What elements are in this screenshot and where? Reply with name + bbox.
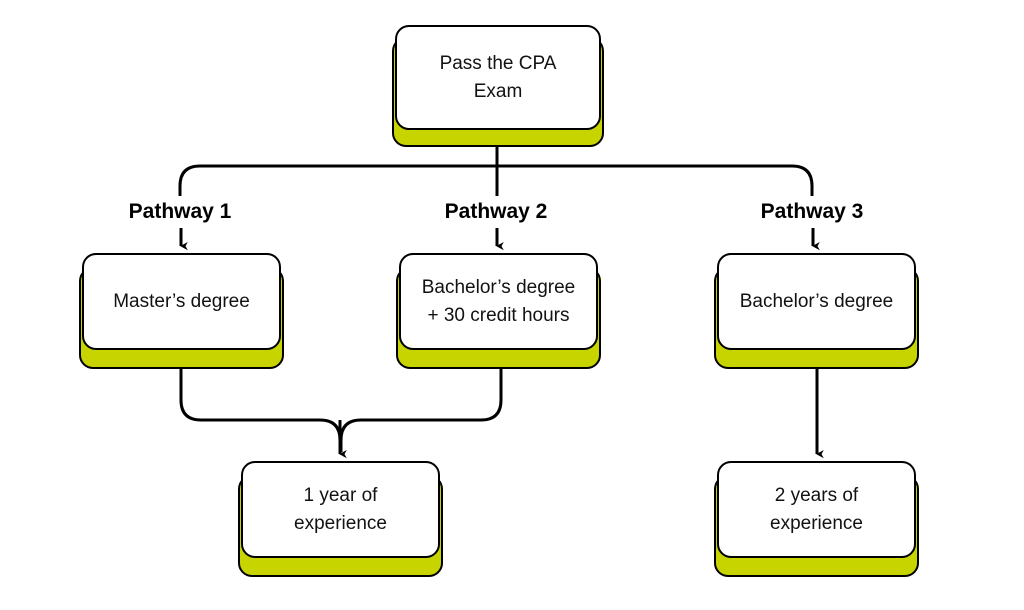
- pathway-heading-3: Pathway 3: [760, 200, 864, 223]
- branch-bus-left: [178, 164, 497, 196]
- bachelors-plus-30-to-one-year-line: [339, 350, 503, 452]
- node-body: Bachelor’s degree: [717, 253, 916, 350]
- node-body: Master’s degree: [82, 253, 281, 350]
- node-body: 1 year of experience: [241, 461, 440, 558]
- node-two-years-experience[interactable]: 2 years of experience: [714, 461, 919, 577]
- node-label: Bachelor’s degree + 30 credit hours: [421, 276, 576, 326]
- node-label: Master’s degree: [113, 290, 250, 312]
- node-body: 2 years of experience: [717, 461, 916, 558]
- node-label: Bachelor’s degree: [739, 290, 894, 312]
- node-label: 1 year of experience: [294, 484, 387, 534]
- branch-bus-right: [497, 164, 814, 196]
- node-body: Pass the CPA Exam: [395, 25, 601, 130]
- node-masters-degree[interactable]: Master’s degree: [79, 253, 284, 369]
- node-label: 2 years of experience: [770, 484, 863, 534]
- node-bachelors-plus-30[interactable]: Bachelor’s degree + 30 credit hours: [396, 253, 601, 369]
- node-pass-cpa-exam[interactable]: Pass the CPA Exam: [392, 25, 604, 147]
- node-one-year-experience[interactable]: 1 year of experience: [238, 461, 443, 577]
- node-label: Pass the CPA Exam: [439, 52, 557, 102]
- pathway-heading-1: Pathway 1: [128, 200, 232, 223]
- node-bachelors-degree[interactable]: Bachelor’s degree: [714, 253, 919, 369]
- node-body: Bachelor’s degree + 30 credit hours: [399, 253, 598, 350]
- pathway-heading-2: Pathway 2: [444, 200, 548, 223]
